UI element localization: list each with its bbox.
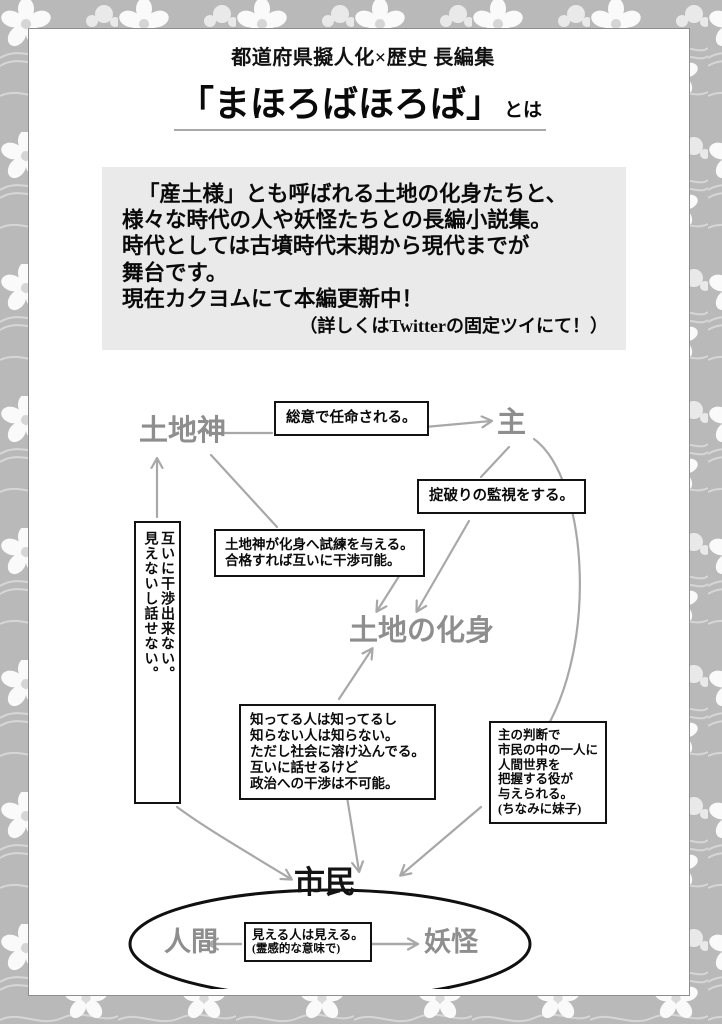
- node-ningen: 人間: [164, 927, 218, 957]
- annotation-no-interference: 互いに干渉出来ない。 見えないし話せない。: [134, 521, 182, 804]
- page-title: 「まほろばほろば」とは: [173, 75, 547, 131]
- annotation-line: 与えられる。: [498, 787, 574, 801]
- node-youkai: 妖怪: [424, 927, 478, 957]
- description-box: 「産土様」とも呼ばれる土地の化身たちと、 様々な時代の人や妖怪たちとの長編小説集…: [102, 167, 626, 351]
- page-header: 都道府県擬人化×歴史 長編集 「まほろばほろば」とは: [29, 47, 691, 131]
- annotation-line: 土地神が化身へ試練を与える。: [225, 537, 414, 552]
- annotation-line: 互いに干渉出来ない。: [159, 531, 175, 681]
- annotation-line: (霊感的な意味で): [252, 942, 341, 955]
- annotation-line: 市民の中の一人に: [498, 742, 599, 757]
- annotation-line: 政治への干渉は不可能。: [250, 775, 399, 791]
- annotation-watch: 掟破りの監視をする。: [417, 479, 586, 515]
- annotation-line: 知らない人は知らない。: [250, 727, 399, 743]
- header-kicker: 都道府県擬人化×歴史 長編集: [231, 47, 495, 69]
- description-note: （詳しくはTwitterの固定ツイにて！）: [299, 316, 608, 337]
- diagram-connectors: [128, 359, 581, 989]
- description-line: 現在カクヨムにて本編更新中！: [122, 286, 424, 311]
- content-panel: 都道府県擬人化×歴史 長編集 「まほろばほろば」とは 「産土様」とも呼ばれる土地…: [28, 28, 690, 996]
- node-nushi: 主: [497, 407, 527, 439]
- annotation-line: 見える人は見える。: [252, 928, 364, 942]
- relationship-diagram: 土地神 主 土地の化身 市民 人間 妖怪 総意で任命される。 掟破りの監視をする…: [29, 359, 691, 989]
- description-line: 様々な時代の人や妖怪たちとの長編小説集。: [122, 208, 552, 233]
- description-line: 舞台です。: [122, 260, 228, 285]
- annotation-line: 把握する役が: [498, 772, 574, 787]
- annotation-awareness: 知ってる人は知ってるし 知らない人は知らない。 ただし社会に溶け込んでる。 互い…: [239, 704, 436, 800]
- page-title-main: 「まほろばほろば」: [177, 84, 502, 124]
- description-line: 時代としては古墳時代末期から現代までが: [122, 234, 530, 259]
- citizen-ellipse: [128, 888, 532, 989]
- node-shimin: 市民: [294, 865, 356, 900]
- annotation-line: 主の判断で: [498, 728, 561, 742]
- annotation-line: 合格すれば互いに干渉可能。: [225, 552, 401, 568]
- annotation-line: 総意で任命される。: [286, 410, 417, 426]
- annotation-appoint: 総意で任命される。: [274, 401, 429, 437]
- annotation-line: (ちなみに妹子): [498, 801, 582, 816]
- annotation-line: 掟破りの監視をする。: [429, 488, 574, 504]
- annotation-line: 人間世界を: [498, 757, 561, 772]
- page-title-suffix: とは: [504, 100, 543, 121]
- annotation-observer-role: 主の判断で 市民の中の一人に 人間世界を 把握する役が 与えられる。 (ちなみに…: [489, 721, 608, 824]
- annotation-line: 互いに話せるけど: [250, 759, 358, 775]
- annotation-line: ただし社会に溶け込んでる。: [250, 743, 425, 759]
- annotation-trial: 土地神が化身へ試練を与える。 合格すれば互いに干渉可能。: [214, 529, 425, 577]
- node-tochigami: 土地神: [139, 415, 227, 447]
- node-keshin: 土地の化身: [349, 615, 495, 647]
- annotation-visibility: 見える人は見える。 (霊感的な意味で): [244, 922, 372, 963]
- description-line: 「産土様」とも呼ばれる土地の化身たちと、: [138, 182, 568, 206]
- annotation-line: 見えないし話せない。: [142, 531, 158, 681]
- annotation-line: 知ってる人は知ってるし: [250, 712, 398, 727]
